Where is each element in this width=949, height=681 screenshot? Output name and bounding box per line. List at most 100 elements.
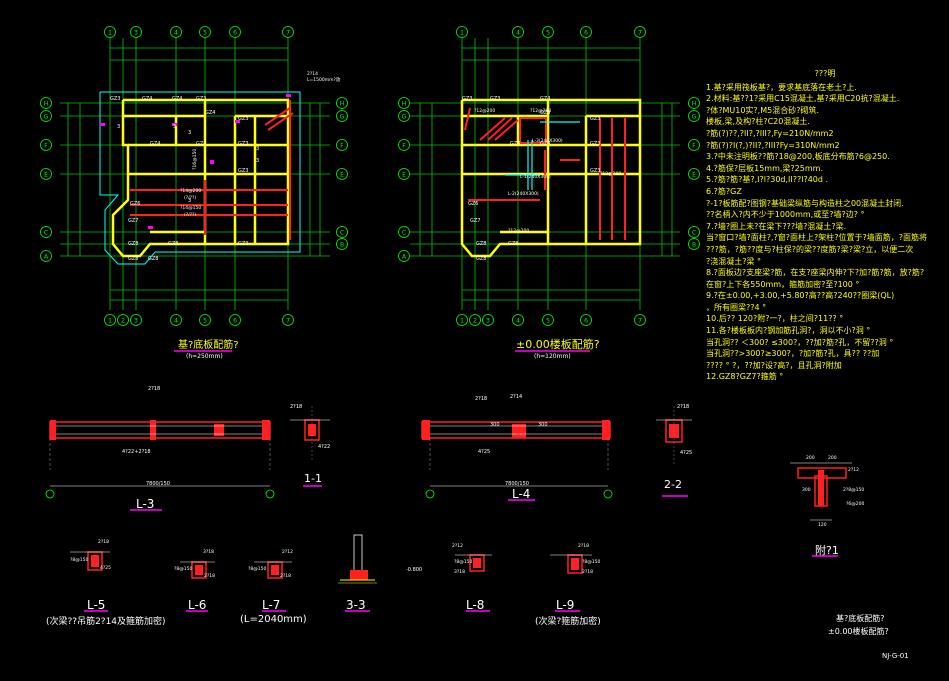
svg-text:GZ4: GZ4 xyxy=(172,96,182,102)
svg-text:G: G xyxy=(692,114,697,121)
l3-dimension: 7800/150 xyxy=(146,481,170,487)
fig1-label: 附?1 xyxy=(815,544,839,557)
l6-label: L-6 xyxy=(188,598,207,612)
svg-text:GZ8: GZ8 xyxy=(148,256,158,262)
svg-text:?14@150: ?14@150 xyxy=(180,205,201,211)
svg-text:GZ8: GZ8 xyxy=(476,256,486,262)
l7-r1: 2?12 xyxy=(282,550,293,555)
svg-text:1: 1 xyxy=(108,30,112,37)
svg-text:GZ8: GZ8 xyxy=(128,241,138,247)
svg-text:2: 2 xyxy=(473,318,477,325)
svg-text:3: 3 xyxy=(188,130,191,136)
svg-text:5: 5 xyxy=(203,30,207,37)
note-line: ???筋，?筋??度与?柱保?的梁??度筋?梁?梁?立，以便二次 xyxy=(706,244,914,254)
l4-label: L-4 xyxy=(512,487,531,501)
l7-note: (L=2040mm) xyxy=(240,614,307,625)
svg-text:4: 4 xyxy=(516,30,520,37)
svg-text:7: 7 xyxy=(286,318,290,325)
drawing-number: NJ-G-01 xyxy=(882,652,909,660)
svg-text:1: 1 xyxy=(108,318,112,325)
svg-text:F: F xyxy=(402,143,406,150)
svg-text:?16@150: ?16@150 xyxy=(192,149,198,170)
svg-text:GZ3: GZ3 xyxy=(540,110,550,116)
note-line: 当孔洞??>300?≥300?，?加?筋?孔，具?? ??加 xyxy=(706,349,880,359)
left-plan-rebar-labels: ?14@200(?/??) ?14@150(?/??) ?16@150 2?14… xyxy=(180,71,341,218)
note-line: ?-1?板筋配?图钢?基础梁纵筋与构造柱之00混凝土封闭. xyxy=(706,198,904,208)
section-3-3 xyxy=(338,534,377,612)
svg-text:L-2(240X300): L-2(240X300) xyxy=(508,191,539,197)
right-plan-title: ±0.00楼板配筋? xyxy=(516,338,600,351)
svg-text:GZ3: GZ3 xyxy=(590,168,600,174)
note-line: 1.基?采用筏板基?，要求基底落在老土?上. xyxy=(706,82,857,92)
svg-text:3: 3 xyxy=(117,124,120,130)
s22-top: 2?18 xyxy=(677,404,690,410)
l9-r3: 2?18 xyxy=(582,570,593,575)
svg-text:3: 3 xyxy=(486,318,490,325)
right-plan-openings xyxy=(505,121,580,190)
svg-text:E: E xyxy=(340,172,344,179)
l6-r2: ?8@150 xyxy=(174,567,193,572)
footer-caption-2: ±0.00楼板配筋? xyxy=(828,627,889,636)
section-l5 xyxy=(70,551,110,612)
l3-label: L-3 xyxy=(136,497,155,511)
section-l9 xyxy=(550,554,592,612)
svg-text:6: 6 xyxy=(584,30,588,37)
svg-text:C: C xyxy=(44,230,48,237)
note-line: 在窗?上下各550mm，箍筋加密?至?100 ° xyxy=(706,279,860,289)
note-line: 6.?筋?GZ xyxy=(706,186,742,196)
note-line: 当孔洞?? ＜300? ≤300?，??加?筋?孔，不留??洞 ° xyxy=(706,337,894,347)
svg-text:H: H xyxy=(340,101,345,108)
l5-label: L-5 xyxy=(87,598,106,612)
l4-bottom-rebar: 4?25 xyxy=(478,449,491,455)
svg-text:C: C xyxy=(692,230,696,237)
svg-text:E: E xyxy=(44,172,48,179)
note-line: 3.?中未注明板??筋?18@200,板底分布筋?6@250. xyxy=(706,152,890,162)
l8-label: L-8 xyxy=(466,598,485,612)
note-line: 9.?在±0.00,+3.00,+5.80?高??高?240??圈梁(QL) xyxy=(706,291,895,301)
svg-text:5: 5 xyxy=(203,318,207,325)
svg-text:C: C xyxy=(402,230,406,237)
svg-text:7: 7 xyxy=(286,30,290,37)
note-line: ?浇混凝土?梁 ° xyxy=(706,256,762,266)
svg-text:A: A xyxy=(44,254,49,261)
svg-text:L-1(240X300): L-1(240X300) xyxy=(520,174,551,180)
l3-bottom-rebar: 4?22+2?18 xyxy=(122,449,151,455)
s11-label: 1-1 xyxy=(304,472,322,485)
svg-text:2: 2 xyxy=(121,318,125,325)
l8-r3: 3?18 xyxy=(454,570,465,575)
right-plan-rebar-labels: ?12@200?12@200 L-3(240X300)L-1(240X300) … xyxy=(474,108,621,234)
l4-dimension: 7800/150 xyxy=(505,481,529,487)
note-line: ???? ° ?，??加?设?高?，且孔洞?附加 xyxy=(706,360,842,370)
left-plan-footing-edge xyxy=(99,91,301,265)
l5-note: (次梁??吊筋2?14及箍筋加密) xyxy=(46,617,166,627)
svg-text:?14@200: ?14@200 xyxy=(180,188,201,194)
l7-r2: ?8@150 xyxy=(248,567,267,572)
svg-text:3: 3 xyxy=(134,318,138,325)
svg-text:GZ8: GZ8 xyxy=(168,241,178,247)
fig1-d3: 300 xyxy=(802,488,811,493)
fig1-r1: 2?12 xyxy=(848,468,859,473)
svg-text:GZ3: GZ3 xyxy=(238,141,248,147)
svg-text:4: 4 xyxy=(174,318,178,325)
svg-text:GZ3: GZ3 xyxy=(196,96,206,102)
svg-text:2?14: 2?14 xyxy=(307,71,318,77)
svg-text:GZ4: GZ4 xyxy=(540,96,550,102)
section-2-2 xyxy=(656,406,692,497)
svg-text:GZ3: GZ3 xyxy=(110,96,120,102)
svg-text:GZ6: GZ6 xyxy=(468,201,478,207)
note-line: 5.?筋?筋?基?,I?l?30d,II??l?40d . xyxy=(706,175,829,185)
note-line: ?筋(?)??,?II?,?III?,Fy=210N/mm2 xyxy=(706,128,834,138)
svg-text:6: 6 xyxy=(233,318,237,325)
fig1-width: 120 xyxy=(818,523,827,528)
svg-text:H: H xyxy=(402,101,407,108)
note-line: ?体?MU10实?,M5混合砂?砌筑. xyxy=(706,105,819,115)
svg-text:(?/??): (?/??) xyxy=(184,195,196,201)
section-l7 xyxy=(254,561,292,612)
svg-text:H: H xyxy=(692,101,697,108)
svg-text:?12@200: ?12@200 xyxy=(508,228,529,234)
svg-text:F: F xyxy=(44,143,48,150)
